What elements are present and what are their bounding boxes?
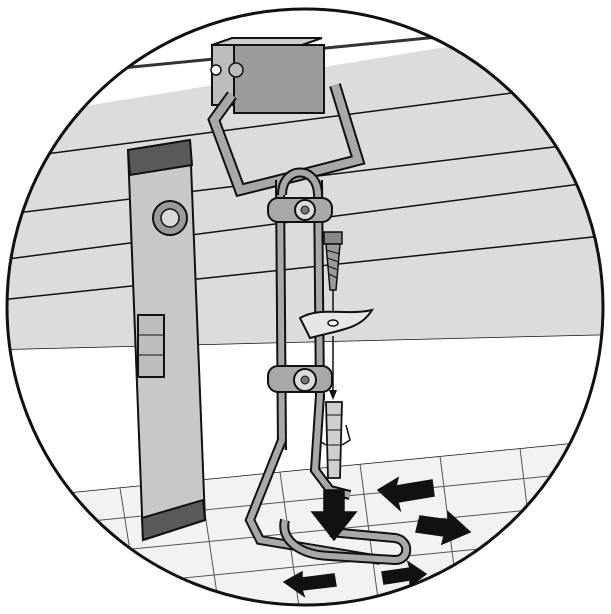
direction-arrows [282,476,472,598]
clamp-block [210,37,325,114]
circle-frame [5,7,605,607]
wall-plug-icon [317,336,351,479]
screw-icon [323,231,343,322]
arrow-down-icon [310,489,358,542]
upper-bracket [267,197,333,223]
bubble-vial-vertical [137,314,165,378]
spirit-level-cap [126,138,194,177]
arrow-left-icon [282,570,337,598]
arrow-right-bottom-icon [381,560,428,588]
arrow-up-left-icon [376,476,435,513]
spirit-level [126,138,207,542]
lower-bracket [267,365,333,393]
arrow-right-icon [415,510,472,546]
